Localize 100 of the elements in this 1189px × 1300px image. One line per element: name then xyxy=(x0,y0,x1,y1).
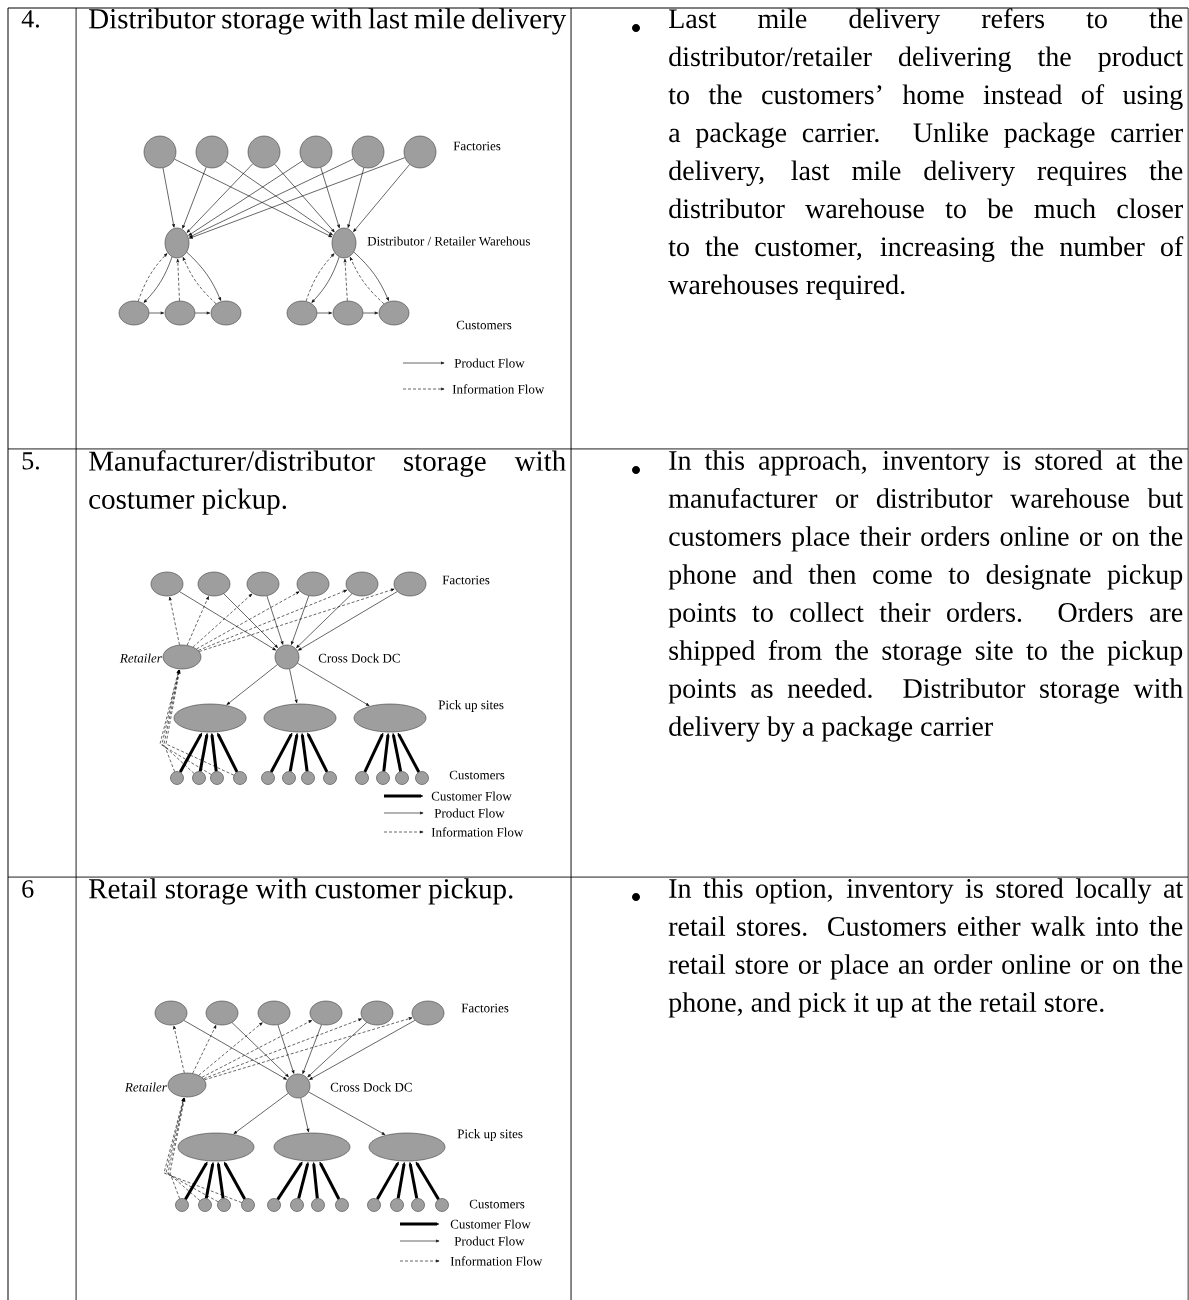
arrow xyxy=(216,1162,225,1199)
arrow xyxy=(210,733,218,772)
arrow xyxy=(183,1020,287,1080)
row-number: 5. xyxy=(22,452,39,470)
customer-ellipse xyxy=(286,300,318,326)
arrow xyxy=(137,253,168,302)
row-title: Retail storage with customer pickup. xyxy=(89,878,513,905)
arrow xyxy=(274,163,335,233)
arrow xyxy=(167,1097,201,1201)
factory-ellipse xyxy=(246,571,280,597)
arrow xyxy=(269,732,293,773)
legend-entry: Product Flow xyxy=(399,1236,525,1246)
arrow xyxy=(309,1020,416,1080)
customer-ellipse xyxy=(332,300,364,326)
arrow xyxy=(159,669,212,775)
legend-entry: Product Flow xyxy=(383,808,505,818)
arrow xyxy=(343,258,348,302)
legend-entry: Information Flow xyxy=(402,384,545,394)
customer-ellipse xyxy=(164,300,196,326)
warehouse-ellipse xyxy=(331,227,357,259)
arrow xyxy=(311,256,340,303)
arrow xyxy=(376,1161,399,1200)
arrow xyxy=(189,158,354,238)
arrow xyxy=(289,668,298,704)
arrow xyxy=(186,251,221,301)
row-title: Distributor storage with last mile delivery xyxy=(89,8,567,35)
pickup-site-ellipse xyxy=(263,703,337,733)
arrow xyxy=(302,1024,322,1074)
cross-dock-circle xyxy=(285,1073,311,1099)
node-label: Cross Dock DC xyxy=(318,653,400,663)
arrow xyxy=(225,160,333,236)
factory-ellipse xyxy=(393,571,427,597)
arrow xyxy=(396,1162,406,1199)
arrow xyxy=(204,1017,413,1081)
pickup-site-ellipse xyxy=(368,1132,446,1162)
arrow xyxy=(300,1097,310,1133)
arrow xyxy=(307,732,329,773)
arrow xyxy=(198,588,395,652)
factory-ellipse xyxy=(143,135,177,169)
node-label: Cross Dock DC xyxy=(330,1082,412,1092)
node-label: Retailer xyxy=(124,1082,167,1092)
group-label: Customers xyxy=(456,320,512,330)
arrow xyxy=(165,669,235,776)
description-text: In this approach, inventory is stored at the manufacturer or distributor warehouse but customers place their orders online or on the phone and then come to designate pickup points to collect their orders. Orders are shipped from the storage site to the pickup points as needed. Distributor storage with delivery by a package carrier xyxy=(668,450,1184,742)
arrow xyxy=(165,1097,219,1203)
factory-ellipse xyxy=(257,1000,291,1026)
factory-ellipse xyxy=(197,571,231,597)
factory-ellipse xyxy=(154,1000,188,1026)
factory-ellipse xyxy=(403,135,437,169)
arrow xyxy=(143,256,173,303)
description-text: In this option, inventory is stored locally at retail stores. Customers either walk into the retail store or place an order online or on the phone, and pick it up at the retail store. xyxy=(668,878,1184,1018)
arrow xyxy=(353,251,389,301)
arrow xyxy=(300,733,309,772)
arrow xyxy=(291,595,310,645)
arrow xyxy=(223,1161,247,1200)
arrow xyxy=(277,1024,295,1074)
factory-ellipse xyxy=(150,571,184,597)
factory-ellipse xyxy=(360,1000,394,1026)
pickup-site-ellipse xyxy=(173,703,247,733)
arrow xyxy=(391,733,403,772)
factory-ellipse xyxy=(309,1000,343,1026)
arrow xyxy=(198,733,209,772)
arrow xyxy=(168,596,180,646)
node-label: Retailer xyxy=(119,653,162,663)
legend-entry: Information Flow xyxy=(383,827,524,837)
arrow xyxy=(308,1091,386,1135)
arrow xyxy=(363,732,384,773)
arrow xyxy=(163,1097,242,1203)
arrow xyxy=(408,1162,419,1199)
arrow xyxy=(319,1161,341,1200)
factory-ellipse xyxy=(411,1000,445,1026)
factory-ellipse xyxy=(296,571,330,597)
arrow xyxy=(320,167,340,229)
factory-ellipse xyxy=(205,1000,239,1026)
arrow xyxy=(347,167,365,228)
factory-ellipse xyxy=(345,571,379,597)
arrow xyxy=(296,593,353,649)
arrow xyxy=(149,311,165,315)
cross-dock-circle xyxy=(274,644,300,670)
arrow xyxy=(297,662,370,706)
legend-entry: Information Flow xyxy=(399,1256,543,1266)
arrow xyxy=(195,311,211,315)
group-label: Factories xyxy=(461,1003,509,1013)
arrow xyxy=(173,1025,185,1074)
factory-ellipse xyxy=(247,135,281,169)
arrow xyxy=(201,1020,313,1078)
arrow xyxy=(415,1161,440,1200)
arrow xyxy=(349,257,385,305)
arrow xyxy=(305,253,335,302)
pickup-site-ellipse xyxy=(353,703,427,733)
group-label: Pick up sites xyxy=(438,700,504,712)
group-label: Pick up sites xyxy=(457,1129,523,1141)
arrow xyxy=(178,732,203,773)
arrow xyxy=(182,166,207,229)
arrow xyxy=(276,1161,303,1201)
arrow xyxy=(176,258,180,301)
legend-entry: Customer Flow xyxy=(400,1219,531,1229)
arrow xyxy=(162,167,175,228)
arrow xyxy=(363,311,379,315)
retailer-ellipse xyxy=(167,1072,207,1098)
